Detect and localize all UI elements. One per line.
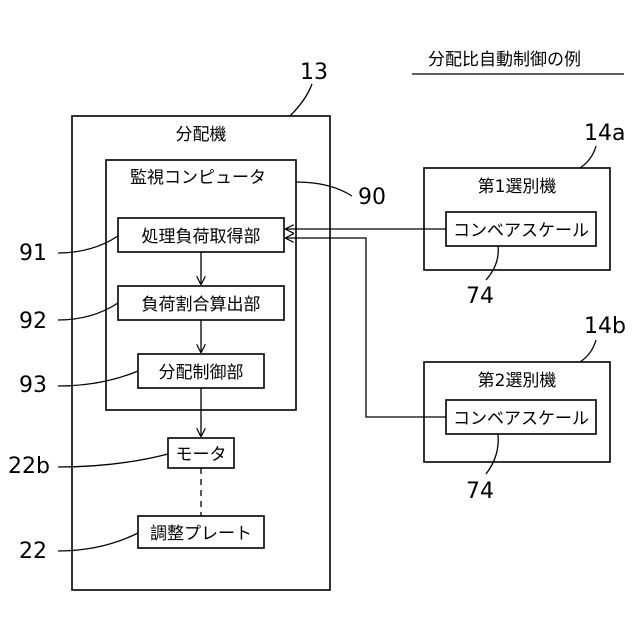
sorter-b-leader [580, 340, 596, 362]
monitor-ref: 90 [358, 185, 386, 210]
distribution-control-label: 分配制御部 [159, 363, 244, 383]
sorter-b-ref: 14b [584, 314, 626, 339]
load-acquisition-label: 処理負荷取得部 [142, 227, 261, 247]
monitor-label: 監視コンピュータ [130, 168, 266, 188]
load-acquisition-ref: 91 [19, 241, 47, 266]
sorter-a-leader [580, 146, 596, 168]
motor-label: モータ [176, 445, 227, 465]
sorter-a-scale-label: コンベアスケール [453, 221, 589, 241]
sorter-b-scale-ref: 74 [466, 479, 494, 504]
sorter-b-label: 第2選別機 [478, 371, 557, 391]
sorter-b-scale-label: コンベアスケール [453, 409, 589, 429]
plate-label: 調整プレート [150, 524, 252, 544]
distributor-label: 分配機 [176, 125, 227, 145]
diagram-title: 分配比自動制御の例 [428, 50, 581, 70]
sorter-a-label: 第1選別機 [478, 177, 557, 197]
distribution-control-ref: 93 [19, 373, 47, 398]
sorter-a-scale-ref: 74 [466, 284, 494, 309]
sorter-a-ref: 14a [584, 121, 625, 146]
load-ratio-ref: 92 [19, 309, 47, 334]
plate-ref: 22 [19, 539, 47, 564]
distributor-ref: 13 [300, 60, 328, 85]
load-ratio-label: 負荷割合算出部 [142, 295, 261, 315]
distributor-leader [290, 84, 312, 116]
motor-ref: 22b [8, 454, 50, 479]
